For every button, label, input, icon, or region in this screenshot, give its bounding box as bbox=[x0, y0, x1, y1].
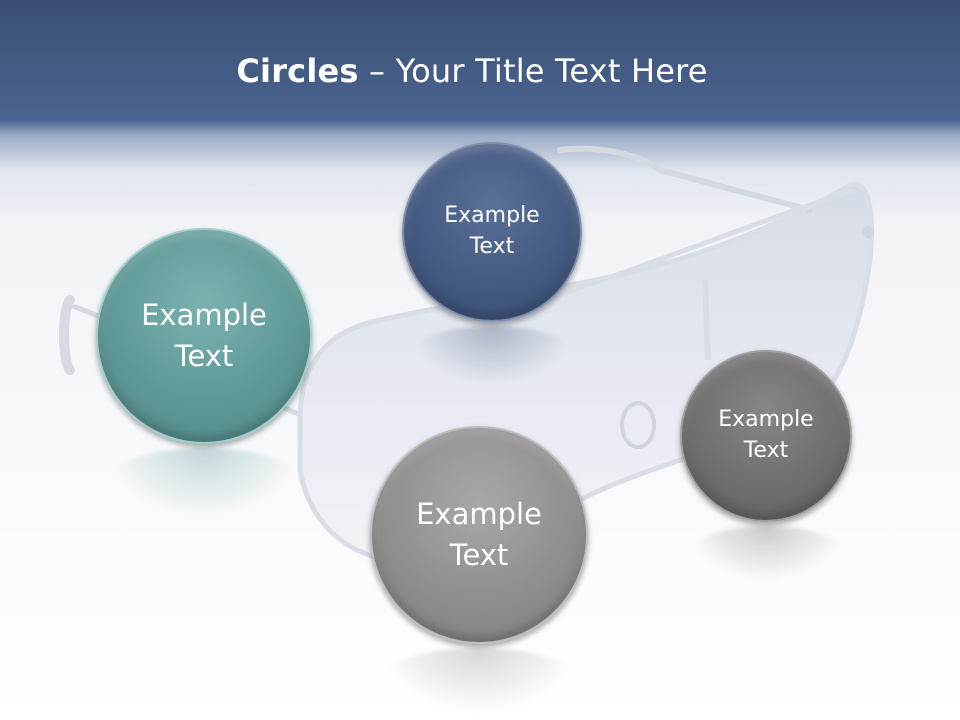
circle-label: Example Text bbox=[141, 298, 267, 373]
circle-gray-large[interactable]: Example Text bbox=[370, 426, 588, 644]
circle-gray-small[interactable]: Example Text bbox=[680, 350, 852, 522]
circle-reflection bbox=[106, 448, 302, 518]
circle-reflection bbox=[410, 326, 574, 386]
circle-label: Example Text bbox=[444, 203, 540, 259]
circle-label: Example Text bbox=[718, 407, 814, 463]
title-bold: Circles bbox=[236, 52, 359, 90]
circle-navy[interactable]: Example Text bbox=[402, 142, 582, 322]
circle-label: Example Text bbox=[416, 497, 542, 572]
title-rest: – Your Title Text Here bbox=[358, 52, 708, 90]
circle-teal[interactable]: Example Text bbox=[96, 228, 312, 444]
circle-reflection bbox=[380, 648, 578, 714]
slide-title: Circles – Your Title Text Here bbox=[0, 52, 944, 90]
circle-reflection bbox=[688, 526, 844, 582]
